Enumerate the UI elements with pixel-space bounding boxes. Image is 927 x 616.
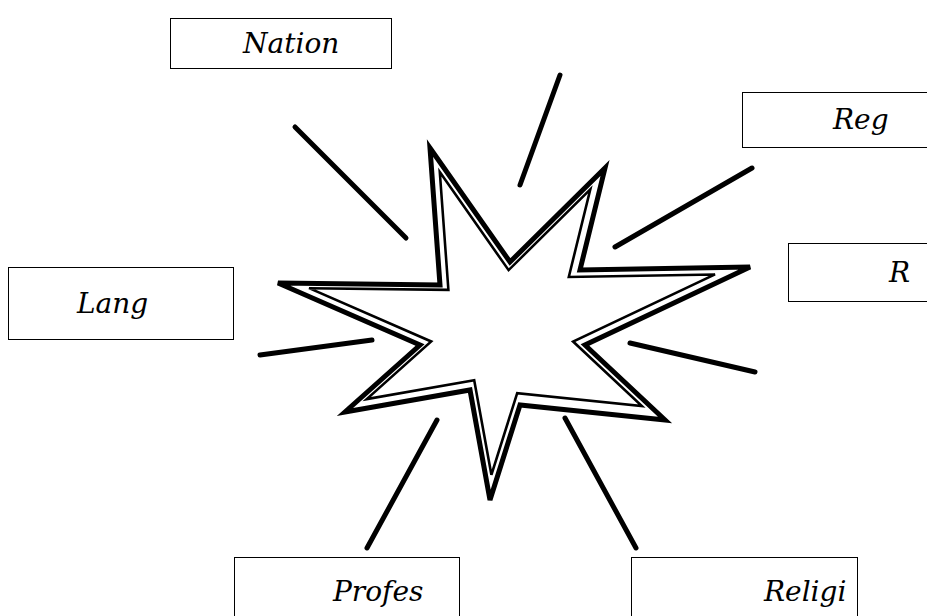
label-box: Reg xyxy=(742,92,927,148)
label-box: R xyxy=(788,243,927,302)
box-label: Reg xyxy=(833,103,889,137)
label-box: Nation xyxy=(170,18,392,69)
star-inner xyxy=(309,172,715,475)
box-label: Profes xyxy=(333,575,423,609)
box-label: Nation xyxy=(243,27,339,61)
ray-lines xyxy=(260,75,755,548)
box-label: R xyxy=(889,256,910,290)
box-label: Religi xyxy=(764,575,846,609)
star-outer xyxy=(278,148,750,500)
label-box: Profes xyxy=(234,557,460,616)
box-label: Lang xyxy=(77,287,148,321)
label-box: Lang xyxy=(8,267,234,340)
label-box: Religi xyxy=(631,557,858,616)
